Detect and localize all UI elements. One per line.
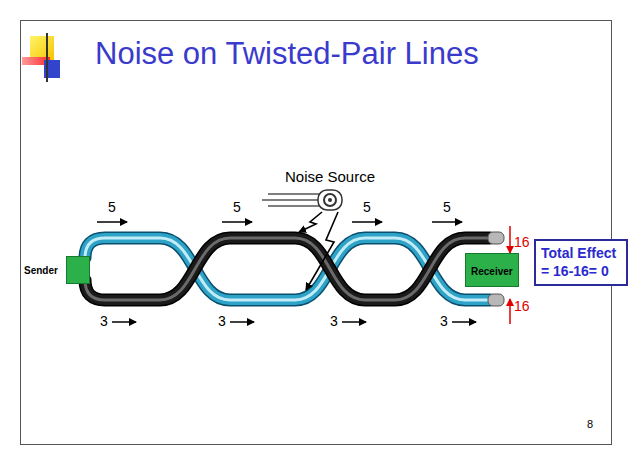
signal-value: 3 [330, 313, 338, 329]
box-label: Receiver [471, 266, 513, 277]
box-label: Sender [24, 265, 58, 276]
page-number: 8 [587, 418, 593, 430]
signal-arrow [97, 222, 476, 322]
result-box: Total Effect = 16-16= 0 [534, 239, 628, 286]
signal-value: 5 [363, 199, 371, 215]
receiver-box: Receiver [465, 253, 519, 287]
sender-block [66, 256, 90, 284]
signal-value: 5 [233, 199, 241, 215]
signal-value: 5 [443, 199, 451, 215]
noise-value: 16 [514, 298, 530, 314]
sender-box: Sender [24, 256, 90, 284]
twisted-pair-cable [85, 238, 490, 300]
slide-border [21, 21, 612, 445]
noise-value: 16 [514, 234, 530, 250]
noise-bolt [299, 212, 338, 290]
source-label: Noise Source [285, 168, 375, 185]
signal-value: 3 [218, 313, 226, 329]
noise-source-symbol [262, 190, 342, 210]
signal-value: 3 [100, 313, 108, 329]
slide-title: Noise on Twisted-Pair Lines [95, 36, 479, 72]
signal-value: 3 [440, 313, 448, 329]
title-decoration [22, 33, 60, 82]
signal-value: 5 [108, 199, 116, 215]
box-label: Total Effect = 16-16= 0 [541, 245, 621, 280]
